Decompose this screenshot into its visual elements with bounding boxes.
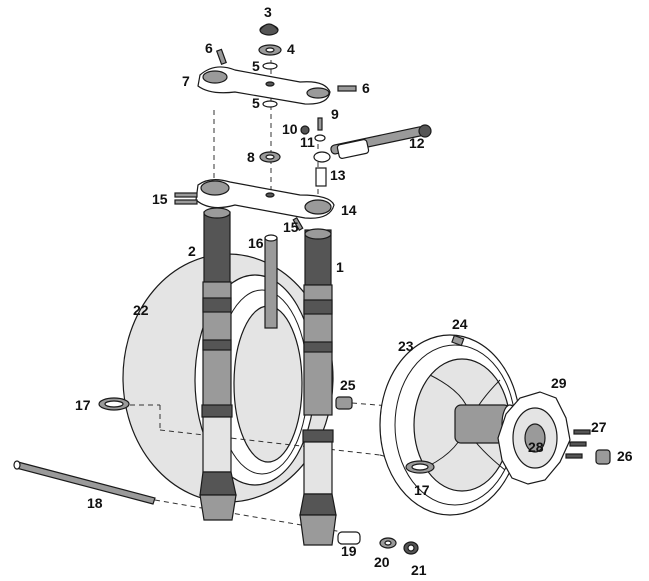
callout-28: 28 bbox=[528, 439, 544, 455]
callout-7: 7 bbox=[182, 73, 190, 89]
callout-5-upper: 5 bbox=[252, 58, 260, 74]
damper-washer bbox=[314, 134, 326, 142]
callout-27: 27 bbox=[591, 419, 607, 435]
valve-stem bbox=[451, 334, 465, 347]
clamp-bolts-left bbox=[174, 192, 198, 205]
washer-upper bbox=[262, 62, 278, 70]
callout-16: 16 bbox=[248, 235, 264, 251]
axle-nut bbox=[403, 541, 419, 555]
callout-22: 22 bbox=[133, 302, 149, 318]
callout-15-right: 15 bbox=[283, 219, 299, 235]
callout-6-left: 6 bbox=[205, 40, 213, 56]
callout-10: 10 bbox=[282, 121, 298, 137]
callout-17-right: 17 bbox=[414, 482, 430, 498]
wheel-spacer bbox=[335, 396, 353, 410]
bushing bbox=[258, 44, 282, 56]
steering-damper bbox=[313, 124, 432, 163]
callout-29: 29 bbox=[551, 375, 567, 391]
callout-9: 9 bbox=[331, 106, 339, 122]
callout-5-lower: 5 bbox=[252, 95, 260, 111]
clamp-bolts-right bbox=[292, 216, 304, 232]
spacer-left bbox=[98, 397, 130, 411]
callout-11: 11 bbox=[300, 134, 315, 150]
callout-4: 4 bbox=[287, 41, 295, 57]
spacer-right bbox=[405, 460, 435, 474]
washer-lower bbox=[262, 100, 278, 108]
steering-stem bbox=[264, 234, 278, 329]
callout-8: 8 bbox=[247, 149, 255, 165]
callout-1: 1 bbox=[336, 259, 344, 275]
callout-15-left: 15 bbox=[152, 191, 168, 207]
axle-spacer bbox=[337, 531, 361, 545]
axle-washer bbox=[379, 537, 397, 549]
callout-21: 21 bbox=[411, 562, 427, 578]
callout-6-right: 6 bbox=[362, 80, 370, 96]
callout-19: 19 bbox=[341, 543, 357, 559]
callouts: 3 4 6 5 7 6 5 9 10 11 12 8 13 15 14 15 1… bbox=[75, 4, 633, 578]
callout-14: 14 bbox=[341, 202, 357, 218]
damper-nut bbox=[300, 125, 310, 135]
callout-20: 20 bbox=[374, 554, 390, 570]
callout-23: 23 bbox=[398, 338, 414, 354]
bolt-6-right bbox=[337, 85, 357, 92]
fork-leg-left bbox=[199, 207, 237, 521]
bolt-6-left bbox=[215, 48, 227, 66]
callout-26: 26 bbox=[617, 448, 633, 464]
callout-18: 18 bbox=[87, 495, 103, 511]
callout-2: 2 bbox=[188, 243, 196, 259]
callout-25: 25 bbox=[340, 377, 356, 393]
front-axle bbox=[13, 460, 156, 505]
callout-3: 3 bbox=[264, 4, 272, 20]
callout-17-left: 17 bbox=[75, 397, 91, 413]
callout-24: 24 bbox=[452, 316, 468, 332]
damper-spacer bbox=[315, 167, 327, 187]
steering-bearing bbox=[259, 151, 281, 163]
top-nut bbox=[259, 23, 279, 36]
callout-12: 12 bbox=[409, 135, 425, 151]
fork-leg-right bbox=[299, 228, 337, 546]
disc-bolts bbox=[565, 429, 591, 459]
brake-disc bbox=[497, 391, 571, 485]
disc-spacer bbox=[595, 449, 611, 465]
front-rim bbox=[379, 334, 521, 516]
callout-13: 13 bbox=[330, 167, 346, 183]
top-triple-clamp bbox=[197, 66, 331, 105]
damper-bolt bbox=[317, 117, 323, 131]
